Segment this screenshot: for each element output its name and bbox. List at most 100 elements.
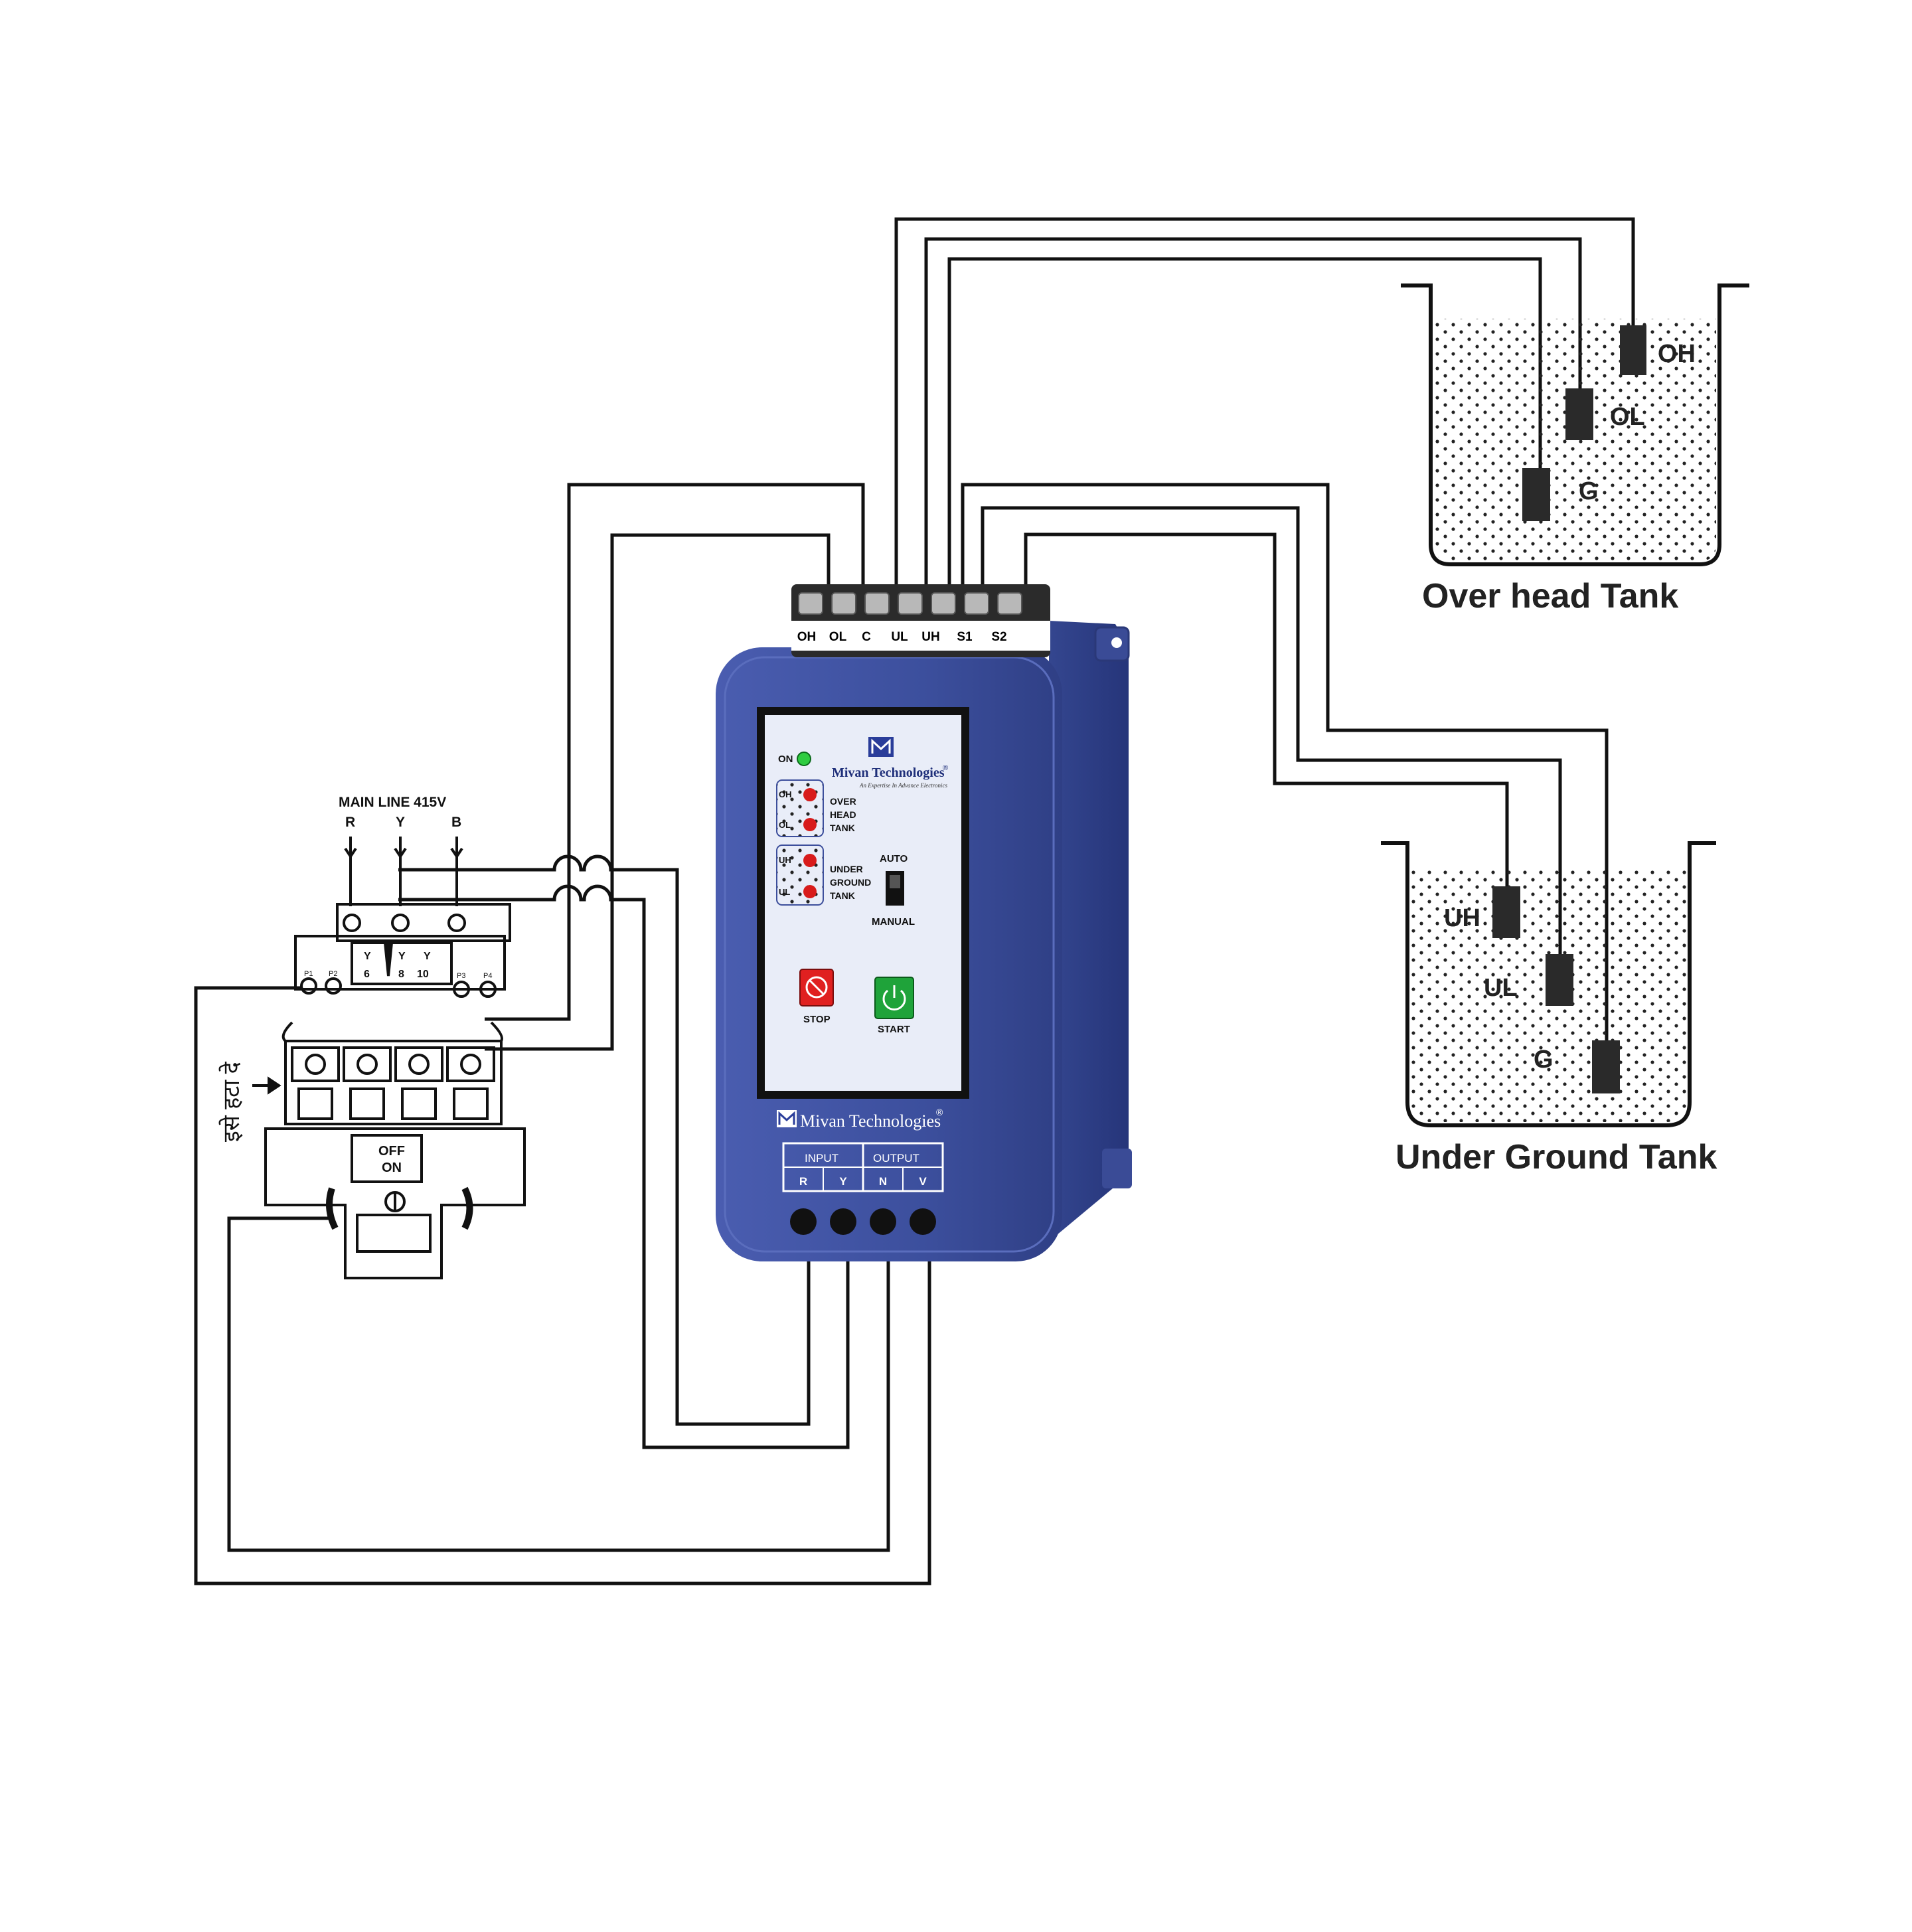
terminal-s2: S2 [991,630,1006,644]
overhead-tank: OH OL G Over head Tank [1401,283,1749,615]
coil-6: 6 [364,969,370,980]
coil-8: 8 [398,969,404,980]
wire-input-y [398,884,850,1449]
coil-y3: Y [424,951,431,962]
ind-uh: UH [779,855,791,865]
terminal-ul: UL [891,630,908,644]
terminal-ol: OL [829,630,847,644]
probe-g-ug [1592,1040,1620,1093]
controller: OH OL C UL UH S1 S2 Mivan Technologies ®… [716,584,1132,1261]
body-brand: Mivan Technologies [800,1111,941,1131]
terminal-uh: UH [921,630,939,644]
ind-ul: UL [779,887,790,897]
io-r: R [799,1175,807,1188]
term-p1: P1 [304,970,313,978]
starter-on: ON [382,1161,402,1175]
terminal-oh: OH [797,630,817,644]
term-p3: P3 [457,972,465,980]
wire-ul [981,506,1562,956]
panel-registered: ® [943,764,948,772]
led-ol [803,818,817,831]
led-oh [803,788,817,801]
wire-uh [961,483,1609,1042]
wire-input-r [398,854,811,1426]
mounting-ear-bottom [1102,1149,1132,1188]
starter-off: OFF [378,1144,405,1159]
probe-label-oh: OH [1658,340,1696,368]
body-logo-icon [777,1110,797,1127]
controller-side [1049,621,1129,1242]
on-label: ON [778,754,793,765]
coil-10: 10 [417,969,429,980]
io-n: N [879,1175,887,1188]
brand-logo-icon [868,737,894,757]
probe-label-uh: UH [1444,904,1480,932]
wire-s2 [485,533,831,1051]
terminal-s1: S1 [957,630,973,644]
starter: MAIN LINE 415V R Y B Y Y Y 6 8 10 P1 P2 … [218,795,526,1279]
probe-g [1522,468,1550,521]
wire-s1 [485,483,865,1021]
starter-contacts [284,1040,503,1125]
start-button[interactable] [874,977,914,1019]
manual-label: MANUAL [872,916,915,927]
input-label: INPUT [805,1152,838,1165]
power-icon [882,989,906,1010]
stop-label: STOP [803,1014,831,1025]
hindi-note: इसे हटा दे [218,1061,244,1142]
term-p4: P4 [483,972,492,980]
wires [194,217,1635,1585]
underground-label-1: UNDER [830,864,863,874]
io-v: V [919,1175,927,1188]
underground-tank-outline [1381,841,1716,1127]
underground-tank-title: Under Ground Tank [1395,1138,1717,1176]
main-line-label: MAIN LINE 415V [339,795,446,810]
off-on-switch [351,1134,423,1183]
probe-ol [1565,388,1593,440]
probe-oh [1620,325,1646,375]
probe-ul [1546,954,1573,1006]
starter-coil-block [294,935,506,991]
underground-label-2: GROUND [830,877,871,888]
wire-oh [894,217,1635,598]
term-p2: P2 [329,970,337,978]
phase-r: R [345,815,355,830]
overhead-label-2: HEAD [830,809,856,820]
starter-top-housing [336,903,511,942]
ind-ol: OL [779,820,791,830]
io-y: Y [839,1175,847,1188]
wire-ol [924,237,1582,598]
starter-body [264,1127,526,1279]
probe-label-ul: UL [1484,974,1518,1002]
contact-row [291,1046,495,1120]
output-label: OUTPUT [873,1152,919,1165]
probe-uh [1492,886,1520,938]
body-registered: ® [936,1107,943,1117]
coil-y2: Y [398,951,406,962]
overhead-tank-title: Over head Tank [1422,577,1678,615]
wire-output-v [194,986,931,1585]
panel-brand: Mivan Technologies [832,765,945,780]
terminal-c: C [862,630,871,644]
underground-tank: UH UL G Under Ground Tank [1381,841,1717,1176]
coil-y1: Y [364,951,371,962]
probe-label-ol: OL [1610,403,1645,431]
overhead-label-3: TANK [830,823,855,833]
stop-icon [805,976,828,999]
start-label: START [878,1024,910,1035]
led-ul [803,885,817,898]
underground-label-3: TANK [830,890,855,901]
cable-glands [790,1208,936,1235]
terminal-label-strip [791,621,1050,651]
probe-label-g: G [1579,477,1599,505]
wire-g-underground [1024,532,1509,890]
phase-b: B [451,815,461,830]
panel-tagline: An Expertise In Advance Electronics [859,782,947,789]
wire-output-n [227,1216,890,1552]
overhead-label-1: OVER [830,796,856,807]
stop-button[interactable] [799,969,834,1006]
probe-label-g-ug: G [1534,1046,1554,1074]
terminal-screws [798,592,1022,615]
auto-label: AUTO [880,853,908,864]
